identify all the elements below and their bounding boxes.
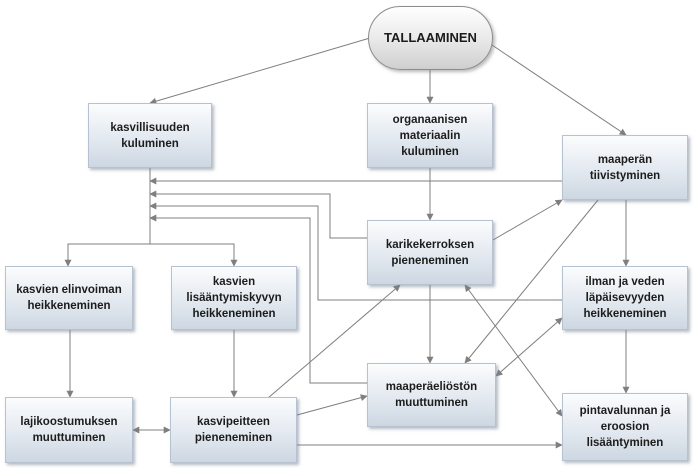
node-organaaninen: organaanisen materiaalin kuluminen [367,103,493,168]
node-pintavalunta: pintavalunnan ja eroosion lisääntyminen [562,393,688,461]
node-maaperan-tiivistyminen: maaperän tiivistyminen [562,135,688,200]
arrow-tallaaminen-to-kasvillisuus [149,37,371,105]
arrow-kasvipeite-to-maaperaeliosto [296,394,368,416]
arrow-tiivistyminen-to-maaperaeliosto [464,199,599,364]
arrow-karikekerros-to-tiivistyminen [492,199,563,241]
node-lajikoostumus: lajikoostumuksen muuttuminen [5,397,133,463]
arrow-kasvipeite-to-karikekerros [267,284,401,399]
arrow-split-to-lisaantymiskyky [150,243,238,267]
node-maaperaeliosto: maaperäeliöstön muuttuminen [367,363,496,427]
node-kasvillisuus: kasvillisuuden kuluminen [88,103,212,168]
arrow-split-to-elinvoima [64,243,150,267]
node-kasvipeite: kasvipeitteen pieneneminen [170,397,297,463]
node-ilma-vesi: ilman ja veden läpäisevyyden heikkenemin… [562,266,688,330]
arrow-karikekerros-feedback [149,190,367,239]
arrow-maaperaeliosto-ilma-vesi [495,317,563,377]
node-tallaaminen: TALLAAMINEN [368,6,493,70]
arrow-maaperaeliosto-feedback [149,214,367,384]
node-lisaantymiskyky: kasvien lisääntymiskyvyn heikkeneminen [171,266,297,330]
node-karikekerros: karikekerroksen pieneneminen [367,220,493,285]
arrow-tallaaminen-to-maaperan-tiivistyminen [491,44,627,136]
node-elinvoima: kasvien elinvoiman heikkeneminen [5,266,133,330]
arrow-ilma-vesi-feedback [149,202,562,301]
